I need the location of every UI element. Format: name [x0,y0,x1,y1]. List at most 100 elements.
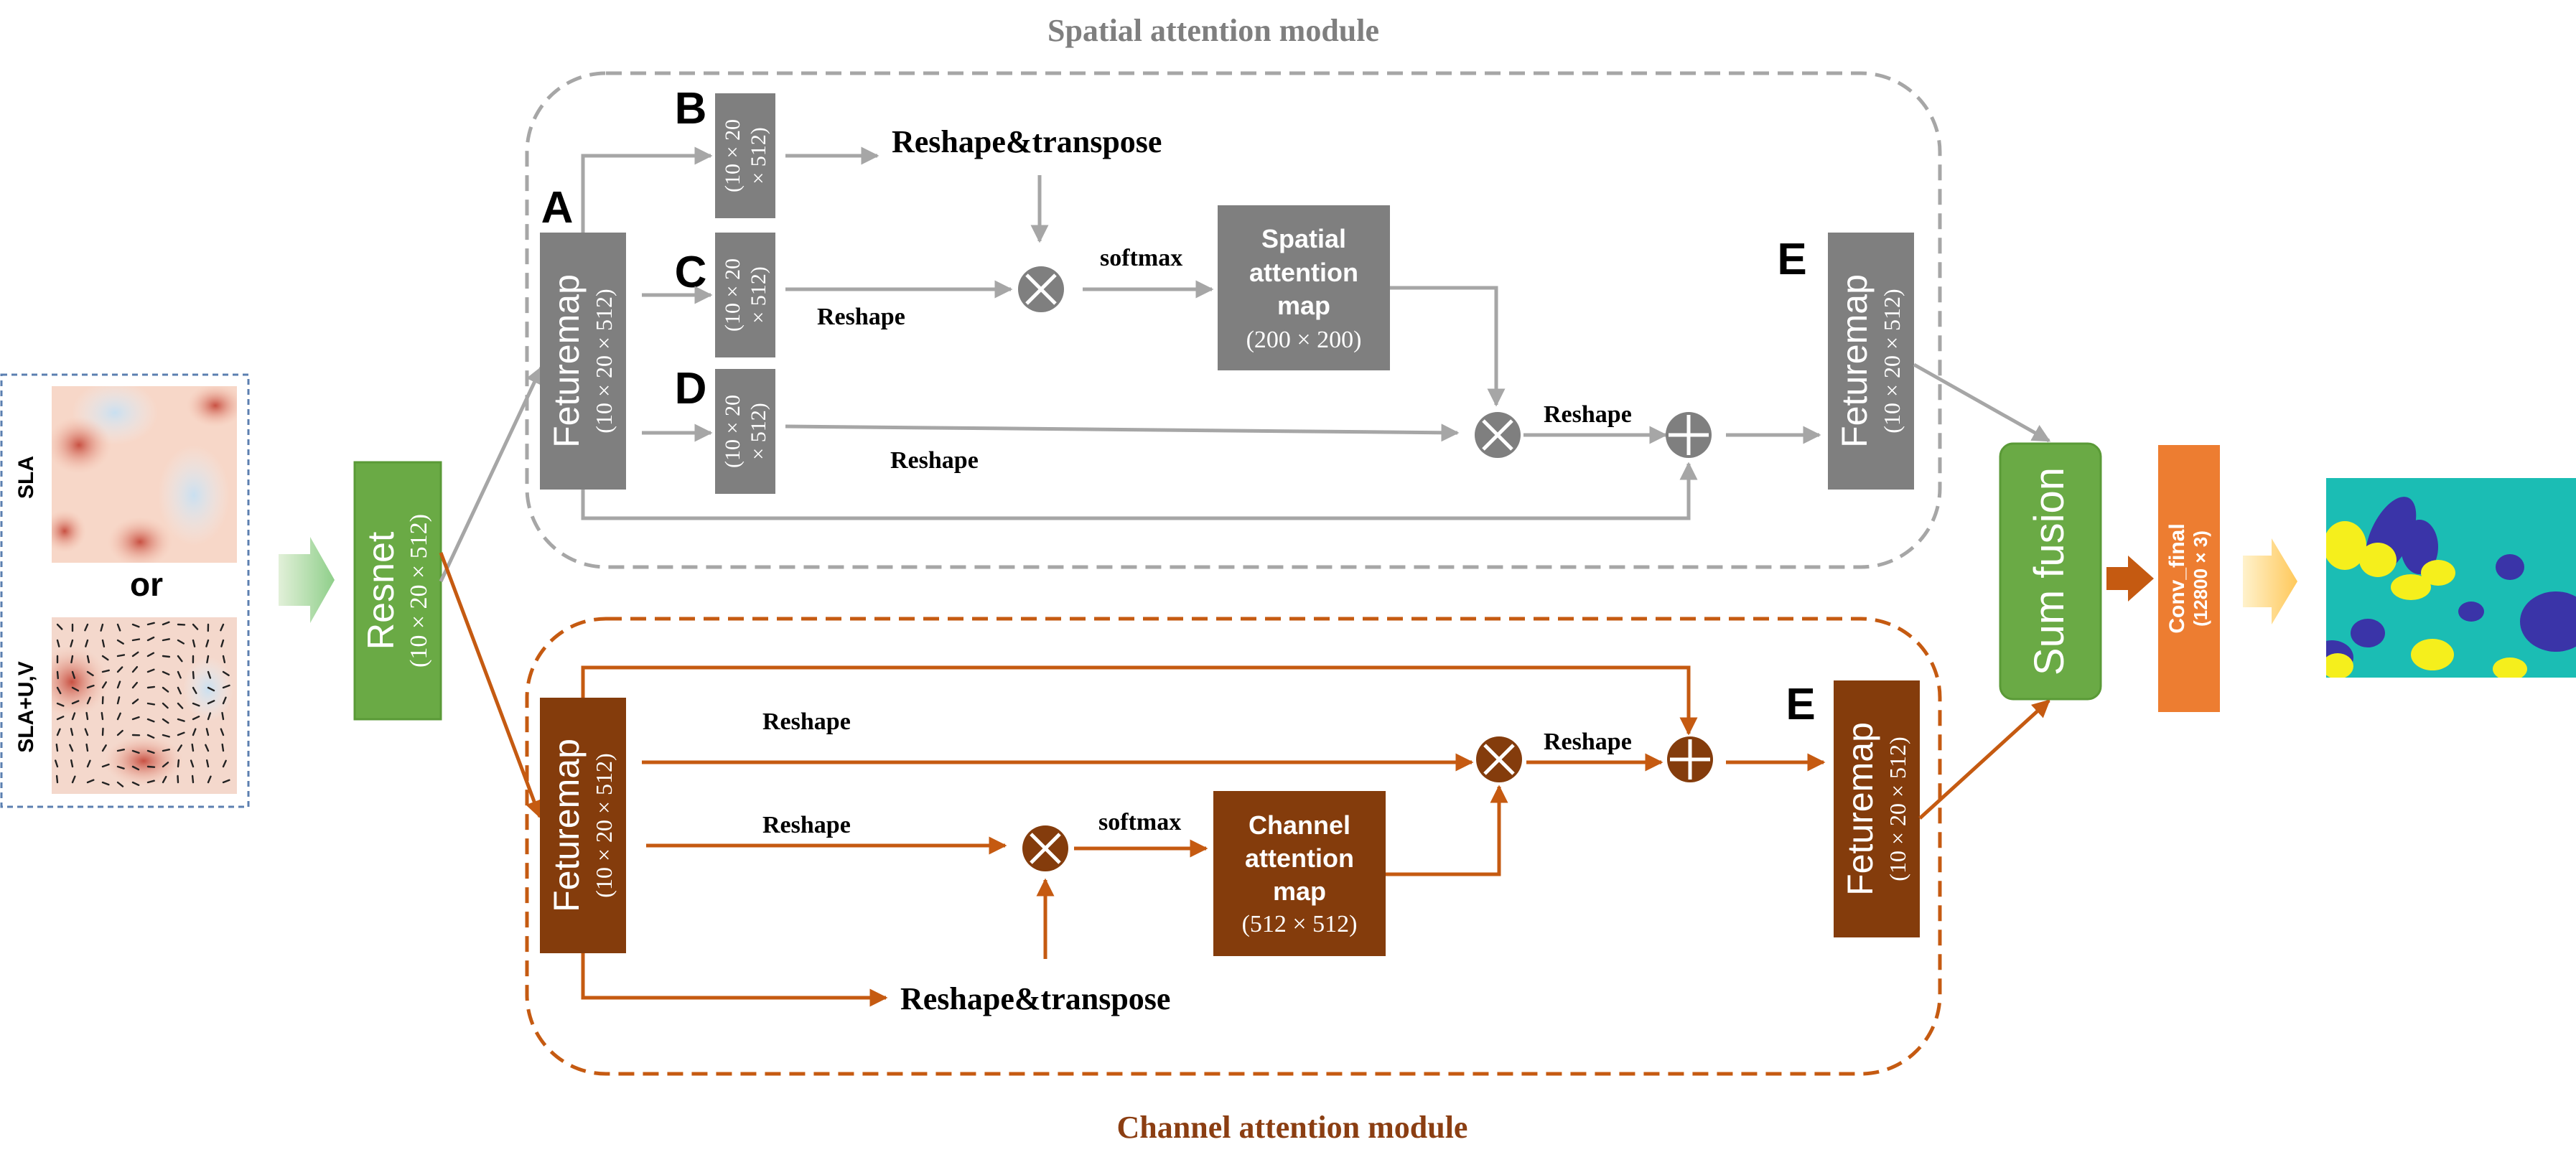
spatial-featuremap-dims: (10 × 20 × 512) [591,289,617,433]
velocity-vector [146,685,156,689]
channel-reshape-transpose-label: Reshape&transpose [900,981,1170,1016]
velocity-vector [162,762,169,768]
velocity-vector [207,700,215,705]
channel-attention-map-box [1213,791,1386,956]
velocity-vector [131,638,141,642]
velocity-vector [205,639,210,647]
output-arrow-icon [2243,538,2297,624]
spatial-output-dims: (10 × 20 × 512) [1879,289,1905,433]
velocity-vector [177,759,180,768]
velocity-vector [220,639,225,647]
velocity-vector [191,743,195,752]
velocity-vector [56,639,60,647]
velocity-vector [177,655,183,663]
box-d-dims-1: (10 × 20 [721,395,745,468]
velocity-vector [207,686,215,692]
velocity-vector [222,684,230,689]
input-arrow-icon [279,537,335,623]
input-dashed-frame [0,373,250,808]
box-c-dims-1: (10 × 20 [721,258,745,332]
velocity-vector [116,765,125,769]
velocity-vector [69,744,74,752]
velocity-vector [86,759,91,768]
channel-multiply2-icon [1476,736,1522,782]
spatial-reshape-transpose-label: Reshape&transpose [892,124,1162,159]
velocity-vector [116,696,121,705]
spatial-map-line1: Spatial [1261,224,1346,253]
velocity-vector [192,702,200,707]
output-segmentation-image [2326,478,2576,678]
channel-featuremap-box [540,698,626,953]
spatial-reshape-label-e: Reshape [1544,401,1632,428]
spatial-reshape-label-d: Reshape [890,447,979,474]
spatial-output-featuremap-box [1828,233,1914,490]
sum-fusion-label: Sum fusion [2026,467,2073,675]
velocity-vector [206,655,210,664]
velocity-vector [192,623,199,630]
velocity-vector [177,639,185,645]
velocity-vector [56,728,61,736]
channel-output-dims: (10 × 20 × 512) [1885,736,1910,881]
velocity-vector [71,700,80,705]
channel-softmax-label: softmax [1098,809,1181,836]
box-c-dims-2: × 512) [747,266,770,323]
sum-fusion-box: Sum fusion [1999,442,2102,701]
velocity-vector [192,639,196,647]
velocity-vector [162,718,169,724]
letter-d: D [675,364,707,413]
velocity-vector [146,652,155,657]
velocity-vector [177,774,179,784]
velocity-vector [86,684,95,689]
velocity-vector [70,759,74,768]
sla-label: SLA [14,456,38,499]
velocity-vector [220,623,225,632]
velocity-vector [162,621,170,626]
resnet-dims: (10 × 20 × 512) [406,514,432,668]
spatial-multiply-icon [1018,266,1064,312]
velocity-vector [70,655,74,664]
velocity-vector [207,775,212,784]
letter-c: C [675,248,707,297]
velocity-vector [71,775,76,784]
velocity-vector [84,728,89,736]
box-b-dims-1: (10 × 20 [721,119,745,192]
velocity-vector [85,711,89,721]
input-panel: SLA or SLA+U,V [0,373,250,808]
velocity-vector [85,743,89,752]
velocity-vector [131,749,140,754]
velocity-vector [177,731,185,736]
velocity-vector [220,728,225,736]
letter-e-channel: E [1786,680,1815,729]
channel-multiply-icon [1022,825,1068,871]
velocity-vector [116,654,126,657]
velocity-vector [221,711,225,721]
velocity-vector [162,670,170,675]
velocity-vector [86,655,90,663]
channel-module: Feturemap (10 × 20 × 512) Reshape Reshap… [540,665,1920,1016]
velocity-vector [146,718,155,723]
velocity-vector [192,686,197,694]
sla-uv-image [52,617,237,794]
arrow-a-to-b [581,146,713,233]
spatial-map-line3: map [1277,291,1330,320]
spatial-softmax-label: softmax [1100,245,1182,271]
arrow-spatial-map-to-multiply2 [1390,286,1506,407]
channel-featuremap-dims: (10 × 20 × 512) [591,753,617,897]
channel-arrow-map-to-multiply2 [1386,785,1508,876]
velocity-vector [85,639,89,647]
velocity-vector [56,686,62,695]
velocity-vector [192,728,197,736]
spatial-map-dims: (200 × 200) [1246,327,1362,353]
channel-output-featuremap-box [1834,680,1920,937]
velocity-vector [190,759,195,768]
velocity-vector [162,638,171,642]
velocity-vector [146,780,155,784]
velocity-vector [131,716,140,721]
velocity-vector [116,748,126,752]
resnet-to-channel-arrow [439,552,543,819]
velocity-vector [206,759,210,768]
velocity-vector [177,702,184,709]
velocity-vector [116,781,124,787]
box-b-dims-2: × 512) [747,127,770,184]
velocity-vector [207,712,212,721]
